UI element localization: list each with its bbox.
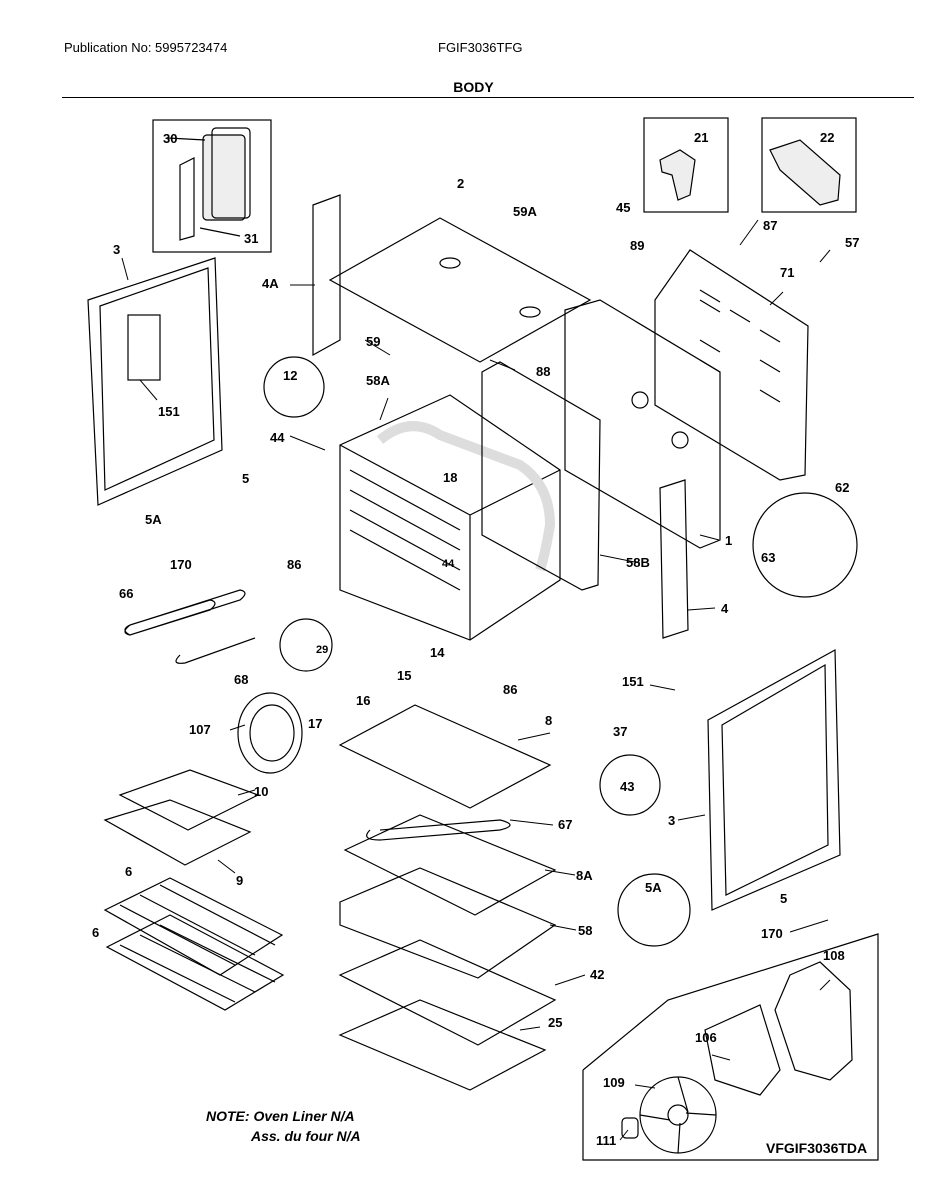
back-panel — [564, 299, 721, 549]
callout-170-right: 170 — [761, 926, 783, 941]
note-line-1: NOTE: Oven Liner N/A — [206, 1108, 355, 1124]
callout-63: 63 — [761, 550, 775, 565]
callout-44-lower: 44 — [442, 558, 455, 570]
callout-170-left: 170 — [170, 557, 192, 572]
oven-cavity — [339, 394, 561, 641]
callout-59: 59 — [366, 334, 380, 349]
broiler-pan — [103, 769, 260, 866]
callout-8A: 8A — [576, 868, 593, 883]
callout-14: 14 — [430, 645, 445, 660]
callout-68: 68 — [234, 672, 248, 687]
callout-45: 45 — [616, 200, 630, 215]
callout-5A-left: 5A — [145, 512, 162, 527]
callout-88: 88 — [536, 364, 550, 379]
callout-30: 30 — [163, 131, 177, 146]
callout-4A: 4A — [262, 276, 279, 291]
magnified-circles — [263, 356, 858, 947]
callout-21: 21 — [694, 130, 708, 145]
callout-44-upper: 44 — [270, 430, 285, 445]
callout-151-left: 151 — [158, 404, 180, 419]
rear-cover — [654, 249, 809, 481]
top-panel — [312, 194, 592, 363]
callout-6-lower: 6 — [92, 925, 99, 940]
callout-109: 109 — [603, 1075, 625, 1090]
oven-racks — [103, 877, 285, 1011]
callout-18: 18 — [443, 470, 457, 485]
callout-25: 25 — [548, 1015, 562, 1030]
callout-22: 22 — [820, 130, 834, 145]
inset-box-21 — [643, 117, 729, 213]
callout-87: 87 — [763, 218, 777, 233]
callout-1: 1 — [725, 533, 732, 548]
callout-5-left: 5 — [242, 471, 249, 486]
inset-box-fan — [582, 933, 879, 1161]
callout-57: 57 — [845, 235, 859, 250]
callout-107: 107 — [189, 722, 211, 737]
callout-6-upper: 6 — [125, 864, 132, 879]
callout-9: 9 — [236, 873, 243, 888]
oven-bottom-assembly — [338, 704, 557, 1091]
callout-17: 17 — [308, 716, 322, 731]
callout-12: 12 — [283, 368, 297, 383]
callout-3-left: 3 — [113, 242, 120, 257]
model-number: FGIF3036TFG — [438, 40, 523, 55]
callout-16: 16 — [356, 693, 370, 708]
callout-4: 4 — [721, 601, 729, 616]
section-title: BODY — [453, 79, 494, 95]
broil-element — [124, 589, 256, 664]
publication-number: Publication No: 5995723474 — [64, 40, 228, 55]
callout-8: 8 — [545, 713, 552, 728]
callout-66: 66 — [119, 586, 133, 601]
front-frame-strip — [659, 479, 689, 639]
right-side-panel — [707, 648, 841, 911]
insulation-blanket — [481, 361, 601, 591]
callout-58B: 58B — [626, 555, 650, 570]
callout-42: 42 — [590, 967, 604, 982]
inset-box-22 — [761, 117, 857, 213]
callout-58: 58 — [578, 923, 592, 938]
callout-58A: 58A — [366, 373, 390, 388]
callout-29: 29 — [316, 644, 328, 656]
callout-111: 111 — [596, 1133, 616, 1148]
callout-37: 37 — [613, 724, 627, 739]
note-line-2: Ass. du four N/A — [251, 1128, 361, 1144]
header-rule — [62, 97, 914, 98]
diagram-id: VFGIF3036TDA — [766, 1140, 868, 1156]
callout-15: 15 — [397, 668, 411, 683]
left-side-panel — [87, 257, 223, 506]
convection-cover — [237, 692, 303, 774]
callout-106: 106 — [695, 1030, 717, 1045]
callout-3-right: 3 — [668, 813, 675, 828]
callout-10: 10 — [254, 784, 268, 799]
leader-lines — [121, 219, 831, 1141]
callout-86-upper: 86 — [287, 557, 301, 572]
callout-31: 31 — [244, 231, 258, 246]
callout-43: 43 — [620, 779, 634, 794]
callout-86-lower: 86 — [503, 682, 517, 697]
callout-89: 89 — [630, 238, 644, 253]
callout-5A-right: 5A — [645, 880, 662, 895]
callout-5-right: 5 — [780, 891, 787, 906]
callout-67: 67 — [558, 817, 572, 832]
callout-62: 62 — [835, 480, 849, 495]
callout-2: 2 — [457, 176, 464, 191]
inset-box-30-31 — [152, 119, 272, 253]
callout-71: 71 — [780, 265, 794, 280]
callout-151-right: 151 — [622, 674, 644, 689]
callout-59A: 59A — [513, 204, 537, 219]
callout-labels: 30 31 21 22 45 2 59A 89 87 57 71 3 4A 15… — [92, 130, 859, 1148]
callout-108: 108 — [823, 948, 845, 963]
